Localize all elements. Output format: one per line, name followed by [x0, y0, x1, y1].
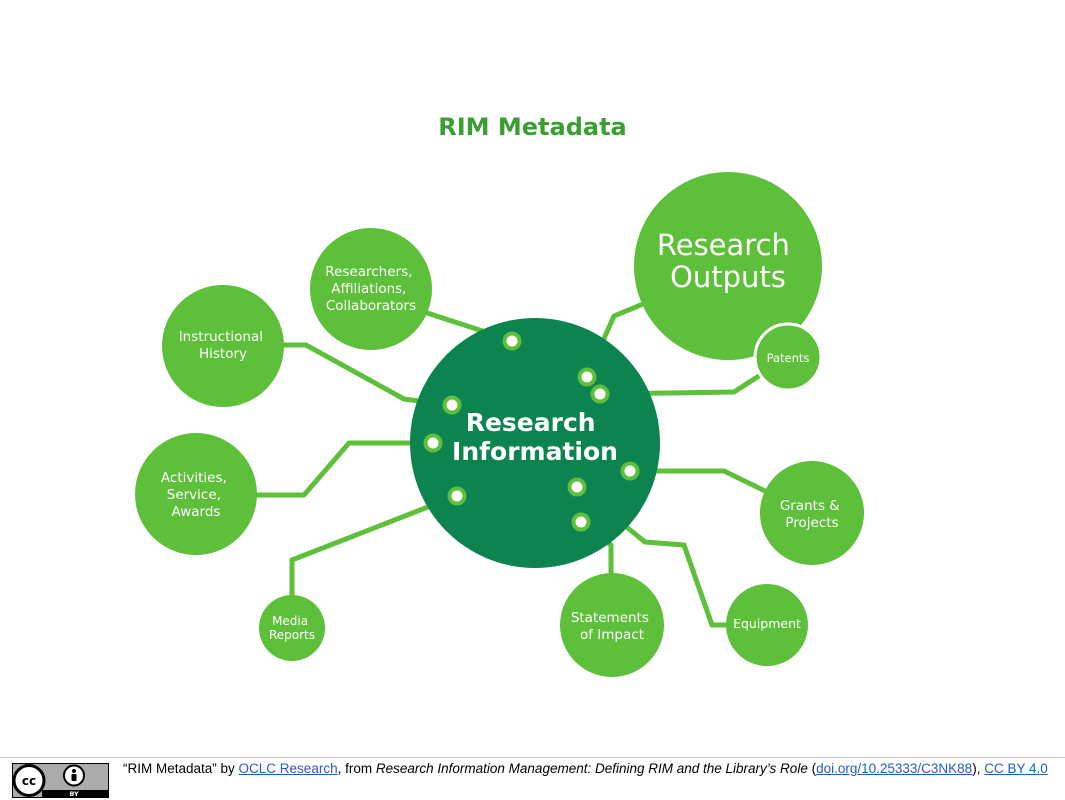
cc-badge-by-text: BY	[69, 790, 79, 798]
activities-label: Activities, Service, Awards	[161, 470, 231, 520]
media-reports-node	[259, 595, 325, 661]
instructional-history-node	[162, 285, 284, 407]
endpoint-media-reports	[447, 486, 467, 506]
statements-of-impact-label: Statements of Impact	[571, 610, 653, 643]
research-outputs-node	[634, 172, 822, 360]
diagram-title: RIM Metadata	[438, 113, 627, 141]
connector-endpoints	[423, 331, 640, 532]
grants-projects-node	[760, 461, 864, 565]
patents-label: Patents	[767, 351, 810, 365]
equipment-label: Equipment	[733, 616, 801, 631]
connector-grants-projects	[630, 468, 767, 494]
endpoint-researchers	[502, 331, 522, 351]
equipment-node	[726, 584, 808, 666]
patents-node	[753, 322, 823, 392]
rim-metadata-diagram: Research Information Research Outputs Pa…	[135, 172, 864, 677]
instructional-history-label: Instructional History	[179, 329, 268, 362]
attribution-caption: “RIM Metadata” by OCLC Research, from Re…	[123, 761, 1048, 776]
cc-badge-cc-text: cc	[22, 774, 36, 788]
endpoint-research-outputs	[577, 367, 597, 387]
cc-by-license-link[interactable]: CC BY 4.0	[984, 761, 1048, 776]
activities-node	[135, 433, 257, 555]
researchers-node	[310, 228, 432, 350]
cc-circle-icon	[12, 764, 46, 797]
endpoint-equipment	[567, 477, 587, 497]
endpoint-instructional-history	[442, 395, 462, 415]
statements-of-impact-node	[560, 573, 664, 677]
doi-link[interactable]: doi.org/10.25333/C3NK88	[816, 761, 973, 776]
footer-divider	[0, 757, 1065, 758]
caption-quote-title: “RIM Metadata”	[123, 761, 217, 776]
research-information-label: Research Information	[452, 408, 618, 466]
caption-book-title: Research Information Management: Definin…	[375, 761, 808, 776]
endpoint-grants-projects	[620, 461, 640, 481]
connector-media-reports	[289, 493, 457, 596]
cc-by-license-icon[interactable]: cc BY	[12, 763, 109, 798]
research-outputs-label: Research Outputs	[657, 228, 799, 294]
research-information-node	[410, 318, 660, 568]
endpoint-statements	[571, 512, 591, 532]
researchers-label: Researchers, Affiliations, Collaborators	[325, 264, 416, 314]
connector-activities	[228, 440, 433, 498]
media-reports-label: Media Reports	[269, 614, 315, 642]
oclc-research-link[interactable]: OCLC Research	[238, 761, 338, 776]
grants-projects-label: Grants & Projects	[780, 498, 844, 531]
endpoint-patents	[590, 384, 610, 404]
endpoint-activities	[423, 433, 443, 453]
